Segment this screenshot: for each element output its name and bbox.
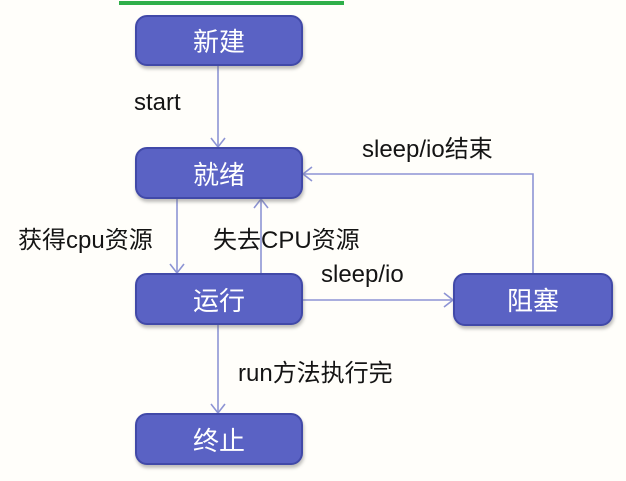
state-node-terminated[interactable]: 终止 xyxy=(135,413,303,465)
edge-blocked-ready-arrowhead xyxy=(301,166,313,182)
edge-label-run-finished: run方法执行完 xyxy=(238,360,393,387)
state-node-blocked-label: 阻塞 xyxy=(506,286,559,316)
state-node-blocked[interactable]: 阻塞 xyxy=(453,273,613,326)
edge-label-sleep-io-end: sleep/io结束 xyxy=(362,136,493,163)
edge-label-start: start xyxy=(134,89,181,116)
edge-running-terminated-arrowhead xyxy=(210,403,226,415)
state-node-ready-label: 就绪 xyxy=(192,159,245,190)
edge-label-lose-cpu: 失去CPU资源 xyxy=(213,227,360,254)
edge-running-ready-arrowhead xyxy=(253,197,269,209)
state-node-running-label: 运行 xyxy=(192,285,245,316)
edge-ready-running-arrowhead xyxy=(169,263,185,275)
state-node-terminated-label: 终止 xyxy=(192,425,245,456)
edge-running-blocked-arrowhead xyxy=(443,292,455,308)
state-node-new[interactable]: 新建 xyxy=(135,15,303,66)
state-node-running[interactable]: 运行 xyxy=(135,273,303,325)
edge-label-acquire-cpu: 获得cpu资源 xyxy=(18,227,153,254)
state-node-new-label: 新建 xyxy=(192,27,245,57)
edge-new-ready-arrowhead xyxy=(210,137,226,149)
green-accent-line xyxy=(119,1,344,5)
edge-label-sleep-io: sleep/io xyxy=(321,261,404,288)
state-node-ready[interactable]: 就绪 xyxy=(135,147,303,199)
